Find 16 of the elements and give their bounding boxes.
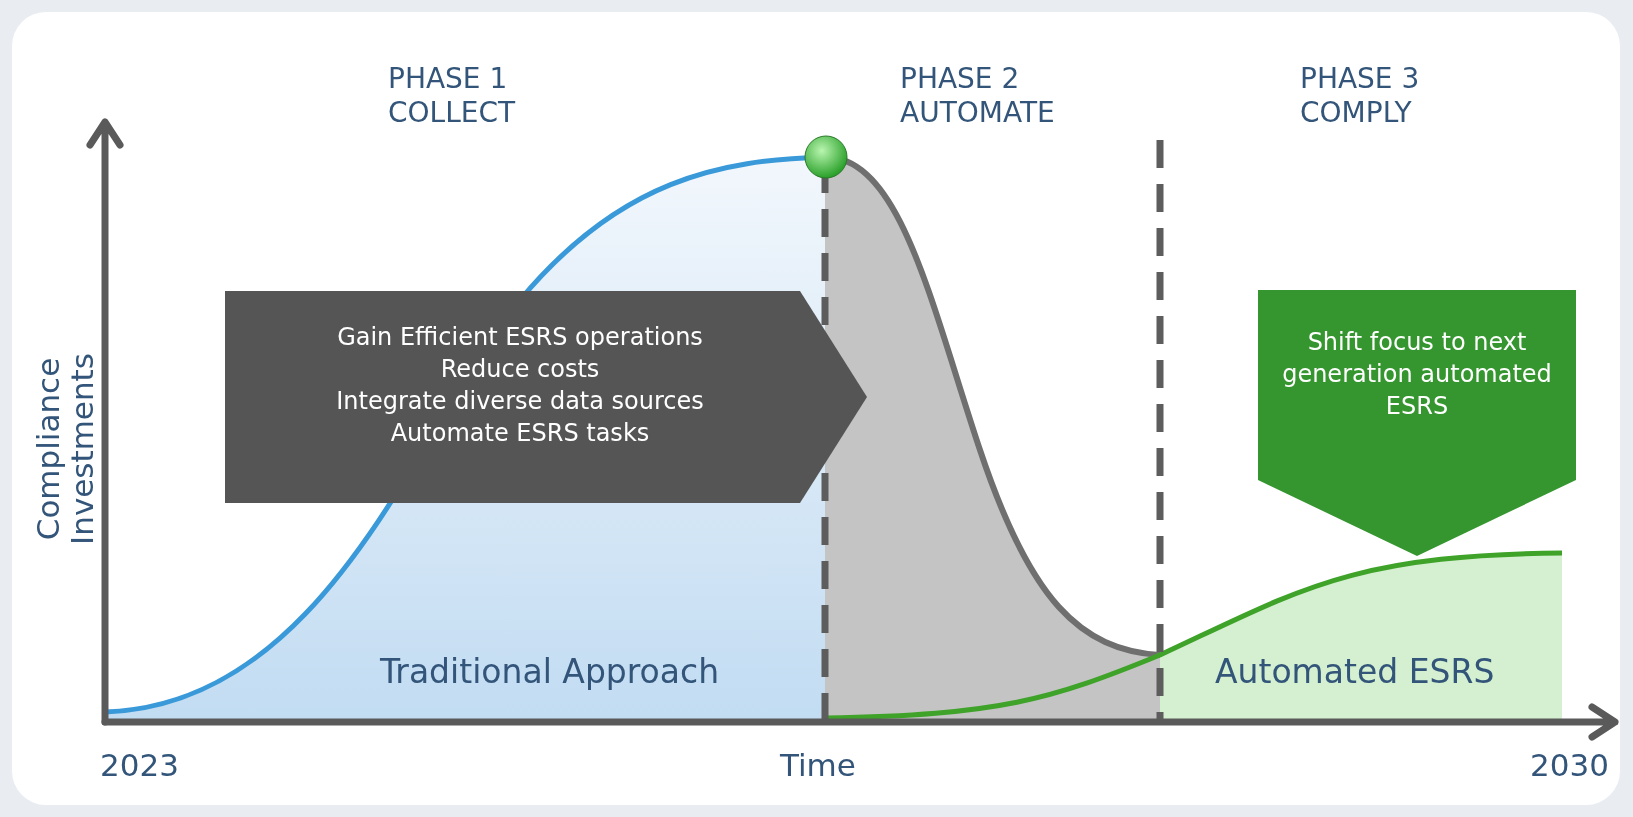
phase-heading: PHASE 1 COLLECT xyxy=(388,62,517,130)
banner-text: Gain Efficient ESRS operations xyxy=(336,322,704,353)
area-label: Automated ESRS xyxy=(1215,655,1496,689)
axis-label: 2030 xyxy=(1530,748,1610,782)
banner-text: Shift focus to next generation automated ESRS xyxy=(1281,327,1553,422)
banner-text: Reduce costs xyxy=(439,354,601,385)
phase-heading: PHASE 3 COMPLY xyxy=(1300,62,1421,130)
area-label: Traditional Approach xyxy=(380,655,721,689)
phase-heading: PHASE 2 AUTOMATE xyxy=(900,62,1056,130)
arrow-banner xyxy=(225,291,867,503)
banner-text: Integrate diverse data sources xyxy=(335,386,705,417)
axis-title: Compliance Investments xyxy=(31,352,99,547)
axis-title: Time xyxy=(780,748,857,782)
callout-banner xyxy=(1258,290,1576,556)
banner-text: Automate ESRS tasks xyxy=(389,418,651,449)
axis-label: 2023 xyxy=(100,748,180,782)
